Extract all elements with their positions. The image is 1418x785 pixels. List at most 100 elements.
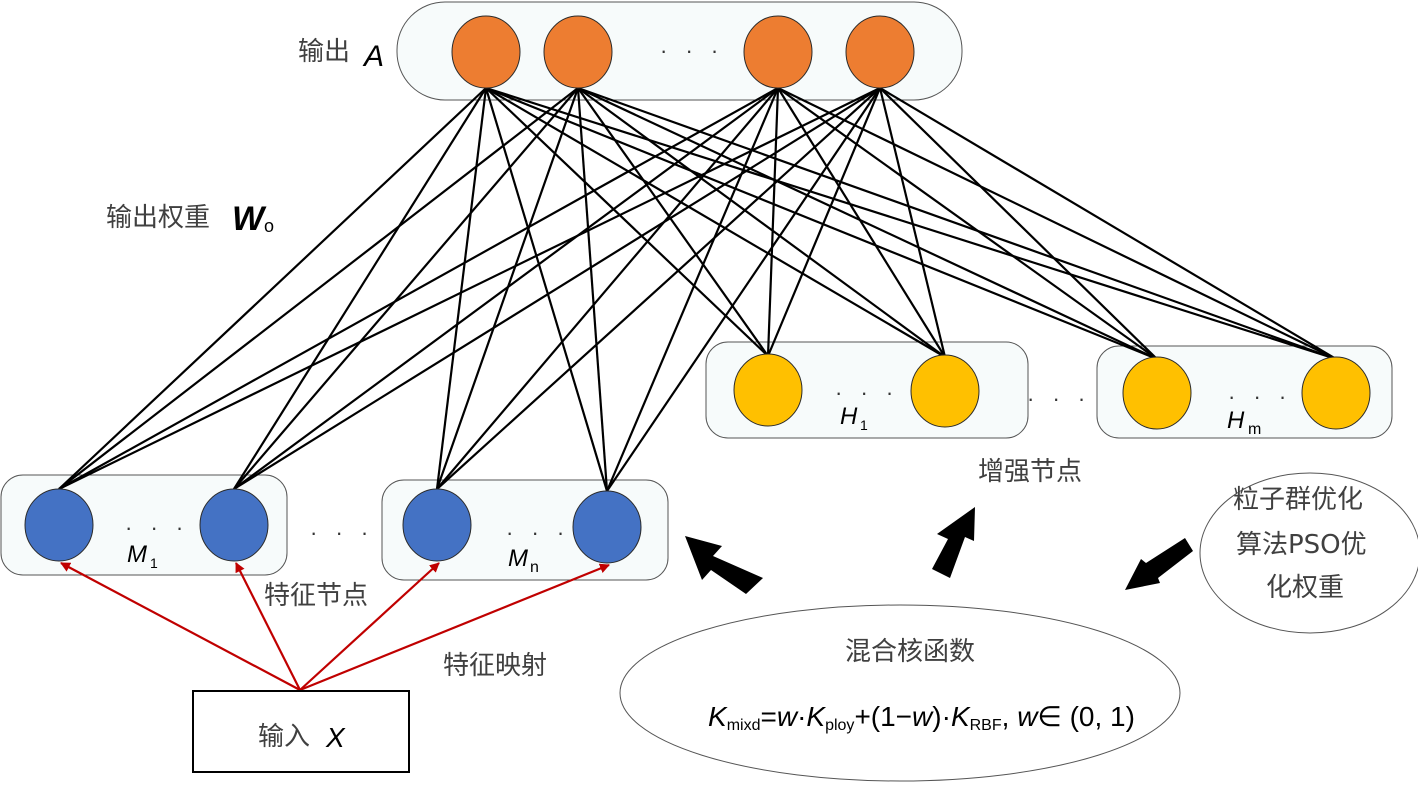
- feature-nodes-label: 特征节点: [264, 581, 368, 611]
- feature-inner-ellipsis-1: · · ·: [125, 515, 189, 540]
- feature-mapping-arrow: [60, 562, 301, 691]
- weight-connection-line: [58, 87, 779, 490]
- enhancement-node: [1122, 356, 1192, 430]
- output-weights-subscript: o: [264, 216, 274, 236]
- feature-group-symbol-1: M: [127, 541, 147, 568]
- output-node: [743, 15, 813, 89]
- feature-between-ellipsis: · · ·: [310, 520, 374, 545]
- enhancement-group-sub-1: 1: [860, 417, 868, 433]
- enhancement-group-symbol-m: H: [1227, 407, 1245, 434]
- output-layer-box: [396, 1, 963, 101]
- enhancement-node: [910, 354, 980, 428]
- weight-connection-line: [233, 87, 881, 490]
- weight-connection-line: [485, 87, 769, 357]
- output-node: [451, 15, 521, 89]
- weight-connection-line: [577, 86, 1337, 361]
- neuron-nodes: [24, 15, 1371, 564]
- enhancement-node: [733, 353, 803, 427]
- output-node: [543, 15, 613, 89]
- weight-connection-line: [233, 87, 487, 490]
- pso-line-2: 算法PSO优: [1236, 530, 1367, 560]
- formula-w3: w: [1017, 701, 1039, 732]
- weight-connection-line: [878, 87, 947, 358]
- feature-group-sub-1: 1: [150, 555, 158, 571]
- feature-inner-ellipsis-n: · · ·: [506, 520, 570, 545]
- weight-connection-line: [485, 86, 1337, 361]
- input-symbol: X: [325, 722, 346, 753]
- formula-in: ∈ (0, 1): [1037, 701, 1135, 732]
- output-symbol: A: [362, 40, 384, 73]
- weight-connection-line: [58, 87, 881, 490]
- feature-node: [24, 488, 94, 562]
- output-node: [845, 15, 915, 89]
- weight-connection-line: [766, 87, 780, 357]
- weight-connection-line: [879, 87, 1158, 360]
- feature-node: [199, 488, 269, 562]
- weight-connection-line: [233, 87, 779, 490]
- weight-connection-line: [435, 87, 488, 490]
- weight-connection-line: [879, 87, 1337, 360]
- feature-mapping-arrow: [299, 562, 440, 691]
- formula-close: )·: [932, 701, 951, 732]
- weight-connection-line: [58, 87, 579, 490]
- weight-connection-line: [606, 87, 881, 492]
- input-label: 输入: [258, 722, 310, 752]
- weight-connection-line: [577, 87, 1158, 360]
- formula-k-ploy: K: [806, 701, 826, 732]
- formula-comma: ,: [1002, 701, 1018, 732]
- formula-sub-rbf: RBF: [970, 717, 1002, 734]
- weight-connection-line: [484, 87, 609, 492]
- weight-connection-line: [485, 86, 1158, 361]
- pso-line-3: 化权重: [1266, 573, 1344, 603]
- weight-connection-line: [233, 87, 579, 490]
- enhancement-inner-ellipsis-1: · · ·: [835, 380, 899, 405]
- formula-sub-mixd: mixd: [727, 717, 761, 734]
- formula-k-mixd: K: [708, 701, 728, 732]
- output-weights-label: 输出权重: [106, 203, 210, 233]
- weight-connection-line: [777, 87, 1337, 360]
- output-weights-symbol: W: [232, 200, 267, 238]
- feature-node: [572, 490, 642, 564]
- mixed-kernel-title: 混合核函数: [845, 637, 975, 667]
- formula-plus: +(1−: [854, 701, 912, 732]
- mixed-kernel-ellipse: [619, 604, 1181, 782]
- enhancement-group-symbol-1: H: [840, 403, 858, 430]
- enhancement-group-sub-m: m: [1248, 421, 1261, 438]
- weight-connection-line: [766, 87, 882, 357]
- enhancement-between-ellipsis: · · ·: [1027, 386, 1091, 411]
- formula-sub-ploy: ploy: [825, 717, 854, 734]
- pso-line-1: 粒子群优化: [1233, 485, 1363, 515]
- output-ellipsis: · · ·: [660, 38, 724, 63]
- pso-ellipse: [1199, 472, 1418, 634]
- formula-k-rbf: K: [951, 701, 971, 732]
- feature-group-symbol-n: M: [508, 545, 528, 572]
- formula-dot1: ·: [797, 701, 806, 732]
- feature-mapping-arrows: [60, 562, 610, 692]
- enhancement-nodes-label: 增强节点: [978, 457, 1082, 487]
- block-arrow-from-pso-icon: [1125, 538, 1193, 590]
- input-box: [192, 690, 410, 773]
- feature-mapping-arrow: [235, 562, 301, 691]
- feature-node: [402, 488, 472, 562]
- weight-connection-line: [436, 87, 881, 490]
- enhancement-inner-ellipsis-m: · · ·: [1228, 384, 1292, 409]
- feature-group-sub-n: n: [530, 559, 539, 576]
- weight-connection-line: [605, 87, 780, 492]
- weight-connection-line: [577, 87, 769, 357]
- output-weight-connections: [58, 86, 1337, 492]
- weight-connection-line: [777, 87, 1158, 360]
- mixed-kernel-formula: Kmixd=w·Kploy+(1−w)·KRBF, w∈ (0, 1): [708, 701, 1135, 734]
- feature-mapping-label: 特征映射: [443, 651, 547, 681]
- weight-connection-line: [58, 87, 487, 490]
- weight-connection-line: [576, 87, 609, 492]
- block-arrow-to-feature-nodes-icon: [685, 536, 763, 594]
- formula-eq: =: [760, 701, 776, 732]
- weight-connection-line: [577, 87, 946, 358]
- block-arrow-to-enhancement-nodes-icon: [932, 507, 975, 578]
- output-label: 输出: [298, 37, 350, 67]
- formula-w1: w: [777, 701, 799, 732]
- formula-w2: w: [912, 701, 934, 732]
- weight-connection-line: [436, 87, 779, 490]
- enhancement-node: [1301, 356, 1371, 430]
